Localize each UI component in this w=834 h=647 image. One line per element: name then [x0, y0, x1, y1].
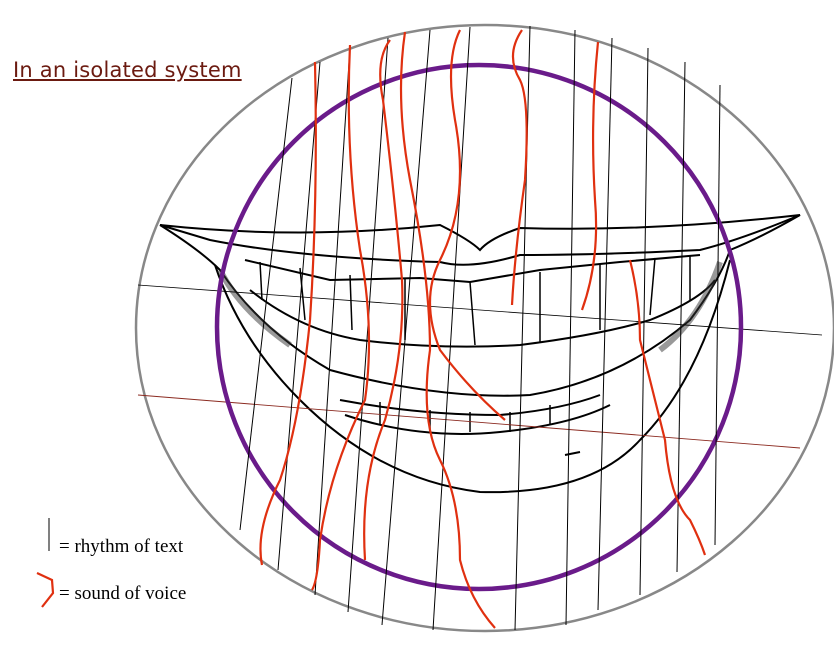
- legend-symbols: [36, 518, 55, 608]
- purple-circle: [214, 62, 744, 592]
- diagram-title: In an isolated system: [13, 58, 242, 82]
- legend-voice-label: = sound of voice: [59, 583, 187, 604]
- legend-rhythm-label: = rhythm of text: [59, 536, 184, 557]
- voice-legend-icon: [36, 572, 55, 608]
- rhythm-lines: [239, 25, 721, 631]
- mouth-drawing: [159, 214, 801, 494]
- voice-lines: [259, 29, 707, 629]
- outer-ellipse: [134, 23, 834, 633]
- horizontal-lines: [137, 284, 823, 449]
